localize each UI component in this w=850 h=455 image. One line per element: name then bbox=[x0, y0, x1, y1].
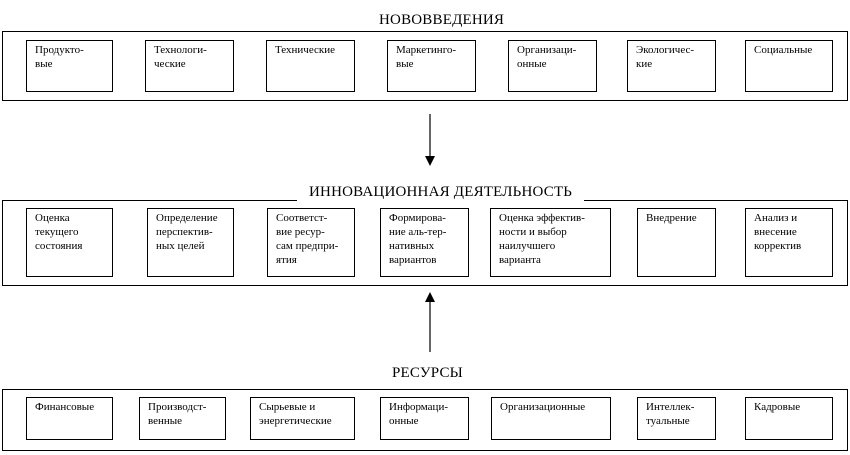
box-text-line: Внедрение bbox=[646, 212, 697, 224]
innovation-type-box: Технологи-ческие bbox=[145, 40, 234, 92]
box-text-line: онные bbox=[517, 58, 547, 70]
resources-title: РЕСУРСЫ bbox=[380, 364, 475, 382]
box-text-line: ние аль-тер- bbox=[389, 226, 447, 238]
box-text-line: вие ресур- bbox=[276, 226, 325, 238]
box-text-line: Продукто- bbox=[35, 44, 84, 56]
resource-type-box: Сырьевые и энергетические bbox=[250, 397, 355, 440]
innovation-type-box: Социальные bbox=[745, 40, 833, 92]
box-text-line: Формирова- bbox=[389, 212, 446, 224]
activity-step-box: Оценка текущего состояния bbox=[26, 208, 113, 277]
box-text-line: состояния bbox=[35, 240, 83, 252]
activity-step-box: Определение перспектив-ных целей bbox=[147, 208, 234, 277]
box-text-line: наилучшего bbox=[499, 240, 556, 252]
box-text-line: Оценка эффектив- bbox=[499, 212, 585, 224]
activity-step-box: Соответст-вие ресур-сам предпри-ятия bbox=[267, 208, 355, 277]
box-text-line: Технологи- bbox=[154, 44, 207, 56]
box-text-line: сам предпри- bbox=[276, 240, 339, 252]
innovation-type-box: Маркетинго-вые bbox=[387, 40, 476, 92]
box-text-line: Организационные bbox=[500, 401, 586, 413]
box-text-line: ятия bbox=[276, 254, 297, 266]
resource-type-box: Информаци-онные bbox=[380, 397, 469, 440]
activity-step-box: Анализ и внесение корректив bbox=[745, 208, 833, 277]
box-text-line: Социальные bbox=[754, 44, 813, 56]
resource-type-box: Финансовые bbox=[26, 397, 113, 440]
innovation-type-box: Экологичес-кие bbox=[627, 40, 716, 92]
box-text-line: Экологичес- bbox=[636, 44, 695, 56]
arrow-down-icon bbox=[425, 114, 435, 166]
box-text-line: ческие bbox=[154, 58, 186, 70]
resource-type-box: Интеллек-туальные bbox=[637, 397, 716, 440]
box-text-line: нативных bbox=[389, 240, 435, 252]
box-text-line: Организаци- bbox=[517, 44, 577, 56]
box-text-line: Соответст- bbox=[276, 212, 328, 224]
box-text-line: варианта bbox=[499, 254, 541, 266]
box-text-line: онные bbox=[389, 415, 419, 427]
box-text-line: вые bbox=[396, 58, 414, 70]
box-text-line: текущего bbox=[35, 226, 79, 238]
innovations-title: НОВОВВЕДЕНИЯ bbox=[367, 11, 517, 29]
activity-title: ИННОВАЦИОННАЯ ДЕЯТЕЛЬНОСТЬ bbox=[297, 183, 585, 201]
box-text-line: Финансовые bbox=[35, 401, 95, 413]
arrow-up-icon bbox=[425, 292, 435, 352]
box-text-line: внесение bbox=[754, 226, 797, 238]
activity-step-box: Внедрение bbox=[637, 208, 716, 277]
box-text-line: вариантов bbox=[389, 254, 437, 266]
box-text-line: Технические bbox=[275, 44, 335, 56]
resource-type-box: Кадровые bbox=[745, 397, 833, 440]
box-text-line: Информаци- bbox=[389, 401, 448, 413]
box-text-line: вые bbox=[35, 58, 53, 70]
box-text-line: Производст- bbox=[148, 401, 207, 413]
innovation-type-box: Технические bbox=[266, 40, 355, 92]
box-text-line: Интеллек- bbox=[646, 401, 695, 413]
box-text-line: кие bbox=[636, 58, 653, 70]
box-text-line: Сырьевые и bbox=[259, 401, 316, 413]
box-text-line: Оценка bbox=[35, 212, 70, 224]
resource-type-box: Организационные bbox=[491, 397, 611, 440]
box-text-line: Анализ и bbox=[754, 212, 798, 224]
box-text-line: Маркетинго- bbox=[396, 44, 457, 56]
box-text-line: ных целей bbox=[156, 240, 205, 252]
box-text-line: туальные bbox=[646, 415, 690, 427]
box-text-line: корректив bbox=[754, 240, 802, 252]
resource-type-box: Производст-венные bbox=[139, 397, 226, 440]
box-text-line: энергетические bbox=[259, 415, 332, 427]
box-text-line: Определение bbox=[156, 212, 218, 224]
innovation-type-box: Организаци-онные bbox=[508, 40, 597, 92]
box-text-line: венные bbox=[148, 415, 183, 427]
box-text-line: Кадровые bbox=[754, 401, 801, 413]
innovation-type-box: Продукто-вые bbox=[26, 40, 113, 92]
box-text-line: перспектив- bbox=[156, 226, 213, 238]
activity-step-box: Оценка эффектив-ности и выбор наилучшего в… bbox=[490, 208, 611, 277]
activity-step-box: Формирова-ние аль-тер-нативных вариантов bbox=[380, 208, 469, 277]
box-text-line: ности и выбор bbox=[499, 226, 567, 238]
